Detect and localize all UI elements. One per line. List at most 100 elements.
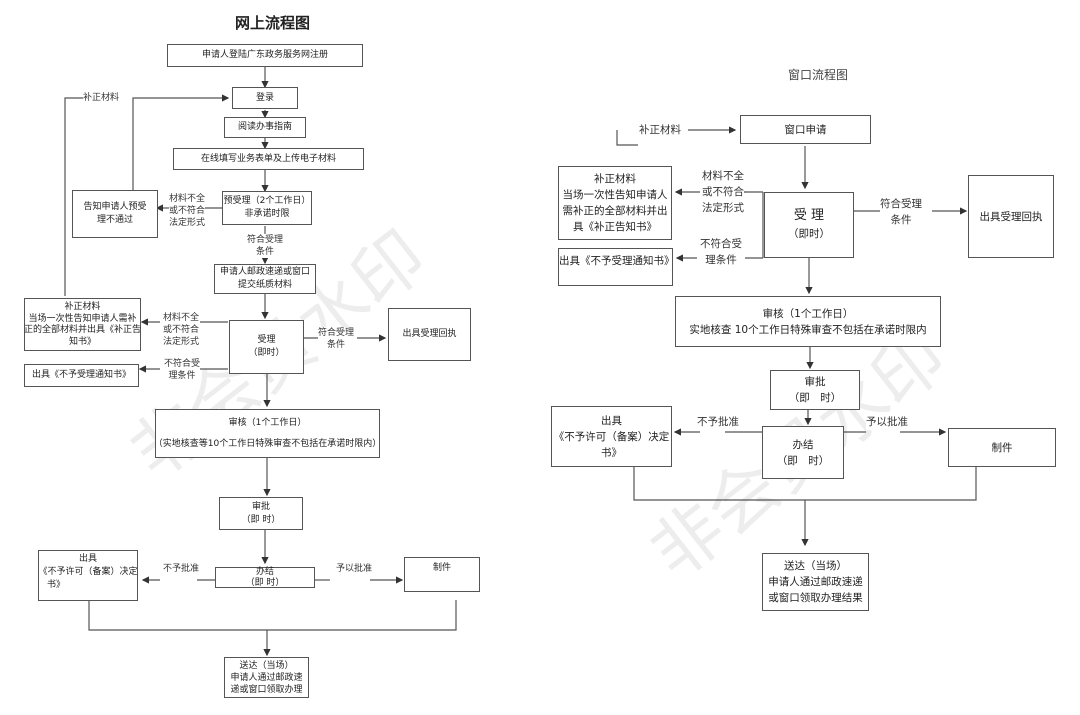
text-line: 非承诺时限 (244, 209, 290, 219)
text-line: 出具 (78, 554, 97, 564)
step-approve-r: 审批 （即 时） (770, 370, 860, 410)
text-line: 当场一次性告知申请人 (562, 189, 668, 201)
label-not-meet-r: 不符合受理条件 (700, 236, 742, 268)
text-line: 审核（1个工作日） (228, 417, 307, 428)
text-line: （即时） (248, 348, 285, 358)
text-line: 材料不全 (702, 170, 744, 182)
text-line: 受理 (257, 335, 276, 345)
step-login: 登录 (232, 87, 298, 109)
text-line: 具《补正告知书》 (573, 221, 657, 233)
step-deliver: 送达（当场）申请人通过邮政速递或窗口领取办理 (224, 657, 309, 698)
text-line: 书》 (47, 580, 66, 590)
label-incomplete: 材料不全或不符合法定形式 (169, 193, 206, 229)
text-line: 或窗口领取办理结果 (768, 592, 863, 604)
label-deny-r: 不予批准 (697, 414, 739, 430)
step-produce: 制件 (404, 557, 480, 592)
step-complete: 办结（即 时） (215, 567, 315, 588)
text-line: 理不通过 (96, 215, 133, 225)
step-read-guide: 阅读办事指南 (224, 117, 306, 138)
text-line: 或不符合 (702, 186, 744, 198)
text-line: 递或窗口领取办理 (230, 684, 303, 695)
text-line: 理条件 (705, 254, 737, 266)
text-line: 正的全部材料并出具《补正告 (24, 325, 142, 335)
text-line: 出具 (601, 414, 622, 427)
text-line: 实地核查 10个工作日特殊审查不包括在承诺时限内 (689, 323, 927, 336)
text-line: 登录 (255, 92, 274, 103)
text-line: 制件 (991, 441, 1013, 454)
text-line: 需补正的全部材料并出 (562, 205, 668, 217)
label-grant: 予以批准 (336, 563, 373, 575)
text-line: 告知申请人预受 (83, 202, 147, 212)
text-line: （即时） (788, 228, 830, 240)
step-review-r: 审核（1个工作日）实地核查 10个工作日特殊审查不包括在承诺时限内 (675, 296, 941, 347)
step-complete-r: 办结 （即 时） (762, 426, 844, 479)
step-issue-receipt: 出具受理回执 (388, 308, 471, 361)
merge-line-left (88, 600, 457, 631)
text-line: 申请人邮政速递或窗口 (219, 267, 310, 277)
text-line: 法定形式 (163, 337, 200, 347)
step-reject-notice-r: 出具《不予受理通知书》 (558, 248, 675, 286)
loop-supplement-login (64, 97, 85, 296)
label-grant-r: 予以批准 (866, 414, 908, 430)
step-submit-paper: 申请人邮政速递或窗口提交纸质材料 (214, 264, 316, 294)
step-accept-r: 受 理 （即时） (764, 192, 854, 258)
text-line: 预受理（2个工作日） (223, 196, 311, 206)
label-supplement-loop-r: 补正材料 (639, 122, 681, 138)
text-line: 出具《不予受理通知书》 (559, 255, 675, 267)
text-line: 制件 (432, 563, 451, 573)
text-line: 材料不全 (163, 313, 200, 323)
text-line: 出具受理回执 (402, 329, 457, 339)
step-register: 申请人登陆广东政务服务网注册 (167, 44, 363, 67)
text-line: 当场一次性告知申请人需补 (28, 313, 137, 324)
step-accept: 受理 （即时） (229, 320, 304, 374)
step-supplement-notice-r: 补正材料当场一次性告知申请人需补正的全部材料并出具《补正告知书》 (558, 166, 672, 240)
text-line: 出具受理回执 (979, 210, 1043, 223)
text-line: 法定形式 (702, 202, 744, 214)
text-line: 理条件 (168, 371, 196, 381)
text-line: 申请人通过邮政速递 (768, 576, 863, 588)
text-line: 《不予许可（备案）决定 (553, 430, 670, 443)
text-line: 法定形式 (169, 218, 206, 228)
step-pre-accept: 预受理（2个工作日） 非承诺时限 (222, 191, 312, 225)
label-meets-r: 符合受理条件 (880, 196, 922, 228)
loop-notify-login (132, 94, 230, 192)
step-review: 审核（1个工作日） （实地核查等10个工作日特殊审查不包括在承诺时限内） (153, 409, 382, 458)
text-line: 窗口申请 (784, 123, 827, 136)
step-supplement-notice: 补正材料当场一次性告知申请人需补正的全部材料并出具《补正告知书》 (24, 298, 141, 351)
text-line: （即 时） (788, 392, 842, 404)
step-deny-decision-r: 出具《不予许可（备案）决定书》 (551, 406, 672, 467)
text-line: 符合受理 (880, 198, 922, 210)
label-meets-conditions: 符合受理条件 (247, 234, 284, 258)
step-reject-notice: 出具《不予受理通知书》 (24, 364, 139, 387)
text-line: 符合受理 (247, 235, 284, 245)
text-line: 审批 (251, 501, 270, 512)
text-line: 出具《不予受理通知书》 (31, 370, 131, 380)
label-incomplete-2: 材料不全或不符合法定形式 (163, 312, 200, 348)
step-deny-decision: 出具《不予许可（备案）决定书》 (38, 550, 138, 601)
text-line: （即 时） (245, 577, 285, 588)
text-line: 不符合受 (700, 238, 742, 250)
text-line: 阅读办事指南 (237, 122, 292, 132)
text-line: 不符合受 (164, 359, 201, 369)
step-notify-pre-fail: 告知申请人预受理不通过 (72, 190, 158, 238)
text-line: 申请人登陆广东政务服务网注册 (201, 50, 328, 60)
text-line: 条件 (256, 247, 275, 257)
text-line: （即 时） (776, 454, 830, 467)
text-line: 提交纸质材料 (237, 280, 292, 290)
window-flow-title: 窗口流程图 (788, 68, 849, 82)
text-line: 在线填写业务表单及上传电子材料 (200, 153, 336, 164)
text-line: 材料不全 (169, 194, 206, 204)
text-line: 送达（当场） (239, 660, 294, 671)
label-supplement-loop: 补正材料 (83, 92, 120, 104)
label-deny: 不予批准 (163, 563, 200, 575)
text-line: 申请人通过邮政速 (230, 672, 303, 683)
text-line: 受 理 (793, 208, 825, 223)
text-line: 补正材料 (594, 173, 636, 185)
text-line: （实地核查等10个工作日特殊审查不包括在承诺时限内） (153, 438, 382, 449)
step-produce-r: 制件 (948, 428, 1056, 467)
online-flow-title: 网上流程图 (235, 14, 311, 32)
text-line: 办结 (792, 438, 814, 451)
label-meets-conditions-2: 符合受理条件 (318, 327, 355, 351)
text-line: 审批 (804, 376, 826, 388)
